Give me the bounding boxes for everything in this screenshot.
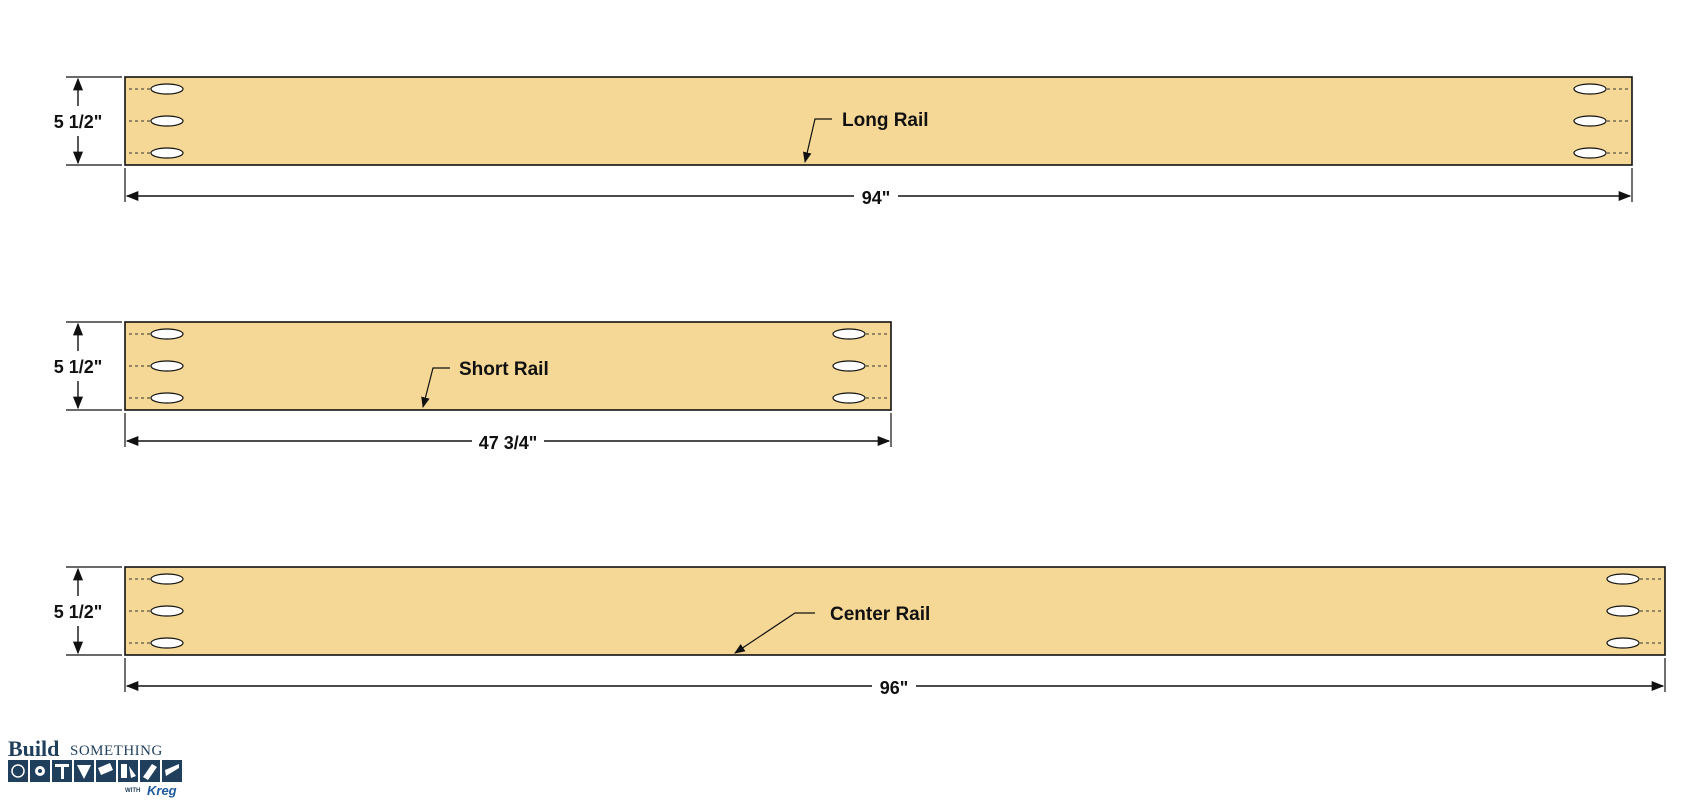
pocket-hole [150, 360, 184, 372]
pocket-hole [150, 328, 184, 340]
long-rail-left-pocket-holes [129, 83, 184, 159]
pocket-hole [1606, 637, 1640, 649]
pocket-hole [1606, 573, 1640, 585]
pocket-hole [1573, 115, 1607, 127]
pocket-hole [150, 573, 184, 585]
short-rail-width-label: 5 1/2" [54, 357, 103, 377]
pocket-hole [150, 147, 184, 159]
long-rail-label: Long Rail [842, 110, 929, 131]
pocket-hole [150, 83, 184, 95]
long-rail-drawing: 5 1/2" 94" Long Rail [48, 76, 1633, 208]
long-rail-leader [802, 118, 832, 164]
center-rail-right-pocket-holes [1606, 573, 1661, 649]
logo-build-text: Build [8, 736, 59, 761]
center-rail-label: Center Rail [830, 604, 930, 625]
center-rail-leader [734, 612, 815, 654]
long-rail-board [124, 76, 1633, 166]
short-rail-left-pocket-holes [129, 328, 184, 404]
pocket-hole [832, 392, 866, 404]
pocket-hole [1573, 147, 1607, 159]
center-rail-width-label: 5 1/2" [54, 602, 103, 622]
long-rail-width-dimension: 5 1/2" [48, 76, 122, 166]
long-rail-length-label: 94" [862, 188, 891, 208]
pocket-hole [1606, 605, 1640, 617]
center-rail-drawing: 5 1/2" 96" Center Rail [48, 566, 1666, 698]
short-rail-length-dimension: 47 3/4" [124, 413, 892, 453]
center-rail-width-dimension: 5 1/2" [48, 566, 122, 656]
short-rail-leader [421, 367, 450, 409]
logo-with-text: WITH [125, 788, 140, 794]
center-rail-length-label: 96" [880, 678, 909, 698]
pocket-hole [832, 360, 866, 372]
short-rail-length-label: 47 3/4" [479, 433, 538, 453]
short-rail-width-dimension: 5 1/2" [48, 321, 122, 411]
build-something-logo: Build SOMETHING WITH Kreg [8, 736, 182, 798]
short-rail-board [124, 321, 892, 411]
center-rail-board [124, 566, 1666, 656]
kreg-logo-text: Kreg [147, 783, 177, 798]
pocket-hole [150, 392, 184, 404]
pocket-hole [832, 328, 866, 340]
logo-tool-tiles: WITH Kreg [8, 760, 182, 798]
center-rail-left-pocket-holes [129, 573, 184, 649]
center-rail-length-dimension: 96" [124, 658, 1666, 698]
pocket-hole [150, 637, 184, 649]
short-rail-label: Short Rail [459, 359, 549, 380]
short-rail-drawing: 5 1/2" 47 3/4" Short Rail [48, 321, 892, 453]
logo-something-text: SOMETHING [70, 743, 163, 759]
long-rail-length-dimension: 94" [124, 168, 1633, 208]
short-rail-right-pocket-holes [832, 328, 887, 404]
saw-blade-icon [8, 760, 28, 782]
pocket-hole [150, 115, 184, 127]
pocket-hole [150, 605, 184, 617]
pocket-hole [1573, 83, 1607, 95]
long-rail-right-pocket-holes [1573, 83, 1628, 159]
long-rail-width-label: 5 1/2" [54, 112, 103, 132]
